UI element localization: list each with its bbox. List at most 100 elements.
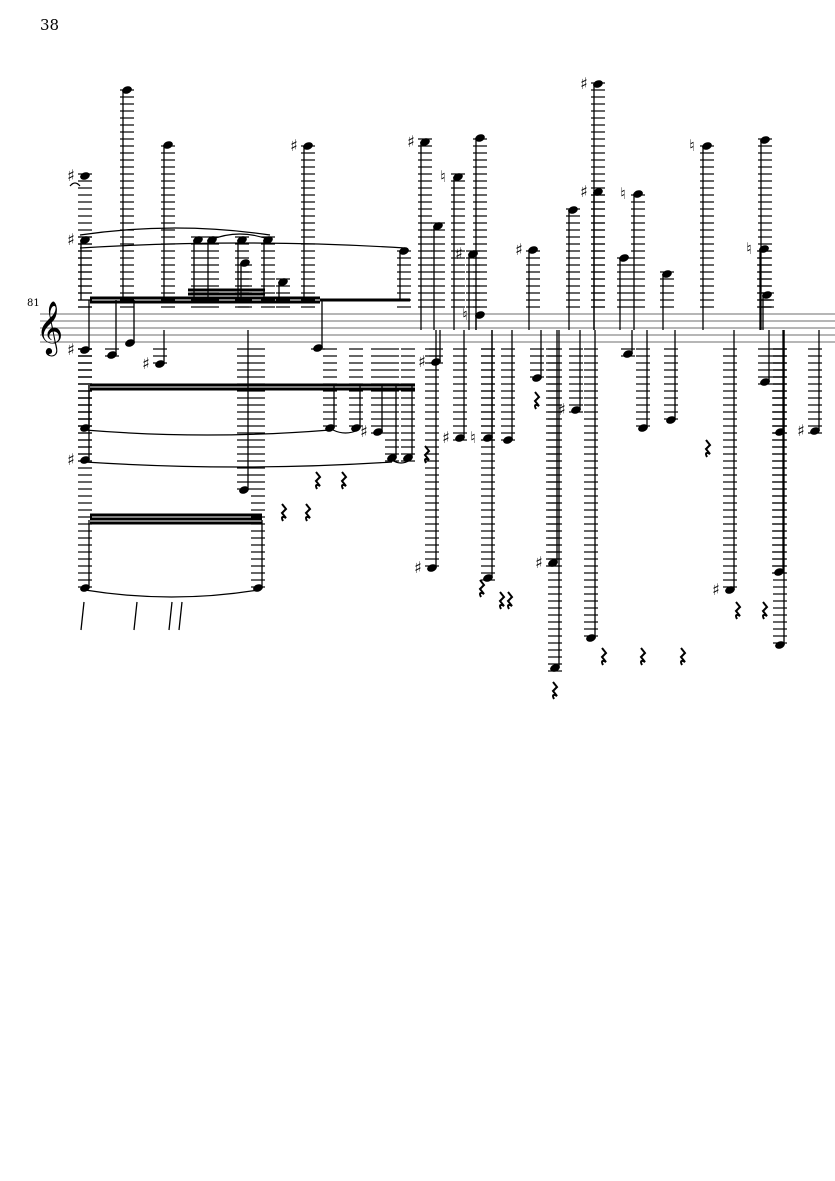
note-head [593,80,603,88]
natural-icon: ♮ [689,136,695,155]
measure-number: 81 [27,298,40,309]
note-head [399,247,409,255]
quarter-rest-icon [280,503,288,522]
natural-icon: ♮ [440,167,446,186]
page-number: 38 [40,16,60,34]
quarter-rest-icon [761,601,769,620]
note-head [207,236,217,244]
sharp-icon: ♯ [535,553,543,572]
grace-stem [168,601,173,631]
note-head [633,190,643,198]
note-head [468,250,478,258]
natural-icon: ♮ [462,305,468,324]
treble-clef-icon: 𝄞 [36,300,63,356]
note-head [550,664,560,672]
note-head [548,559,558,567]
note-head [455,434,465,442]
natural-icon: ♮ [470,428,476,447]
quarter-rest-icon [304,503,312,522]
quarter-rest-icon [498,591,506,610]
grace-stem [80,601,85,631]
slur [79,227,271,236]
grace-stem [178,601,183,631]
note-head [453,173,463,181]
note-head [528,246,538,254]
note-head [303,142,313,150]
note-head [571,406,581,414]
quarter-rest-icon [734,601,742,620]
sharp-icon: ♯ [414,558,422,577]
quarter-rest-icon [600,647,608,666]
note-head [263,236,273,244]
note-head [80,346,90,354]
note-head [420,138,430,146]
note-head [593,188,603,196]
note-head [586,634,596,642]
quarter-rest-icon [551,681,559,700]
note-head [475,134,485,142]
note-head [774,568,784,576]
note-head [666,416,676,424]
sharp-icon: ♯ [67,166,75,185]
notes [80,80,820,672]
note-head [80,172,90,180]
rests [280,391,769,700]
note-head [760,378,770,386]
quarter-rest-icon [679,647,687,666]
sharp-icon: ♯ [580,74,588,93]
sharp-icon: ♯ [515,240,523,259]
ledger-lines [78,82,822,672]
note-head [638,424,648,432]
note-head [762,291,772,299]
sharp-icon: ♯ [67,230,75,249]
note-head [351,424,361,432]
note-head [125,339,135,347]
note-head [623,350,633,358]
note-head [80,456,90,464]
note-head [237,236,247,244]
staff-lines [40,313,835,343]
sharp-icon: ♯ [407,132,415,151]
note-head [483,434,493,442]
sharp-icon: ♯ [67,450,75,469]
sharp-icon: ♯ [360,422,368,441]
sharp-icon: ♯ [67,340,75,359]
sharp-icon: ♯ [455,244,463,263]
note-head [662,270,672,278]
sharp-icon: ♯ [142,354,150,373]
sharp-icon: ♯ [797,421,805,440]
quarter-rest-icon [639,647,647,666]
note-head [483,574,493,582]
note-head [239,486,249,494]
natural-icon: ♮ [746,239,752,258]
quarter-rest-icon [506,591,514,610]
quarter-rest-icon [314,471,322,490]
note-head [532,374,542,382]
quarter-rest-icon [478,579,486,598]
quarter-rest-icon [340,471,348,490]
note-head [325,424,335,432]
slur [69,182,81,187]
accidentals: ♯♯♯♯♯♯♯♯♯♯♯♮♯♮♮♯♯♯♯♯♮♮♯♮♯ [67,74,805,599]
quarter-rest-icon [704,439,712,458]
note-head [278,278,288,286]
note-head [403,454,413,462]
note-head [760,136,770,144]
note-head [107,351,117,359]
note-head [775,641,785,649]
sharp-icon: ♯ [290,136,298,155]
note-head [725,586,735,594]
note-head [387,454,397,462]
note-head [313,344,323,352]
note-head [240,259,250,267]
note-head [702,142,712,150]
note-head [475,311,485,319]
note-head [568,206,578,214]
grace-stem [133,601,138,631]
note-head [427,564,437,572]
note-head [80,584,90,592]
note-head [503,436,513,444]
note-head [155,360,165,368]
quarter-rest-icon [533,391,541,410]
